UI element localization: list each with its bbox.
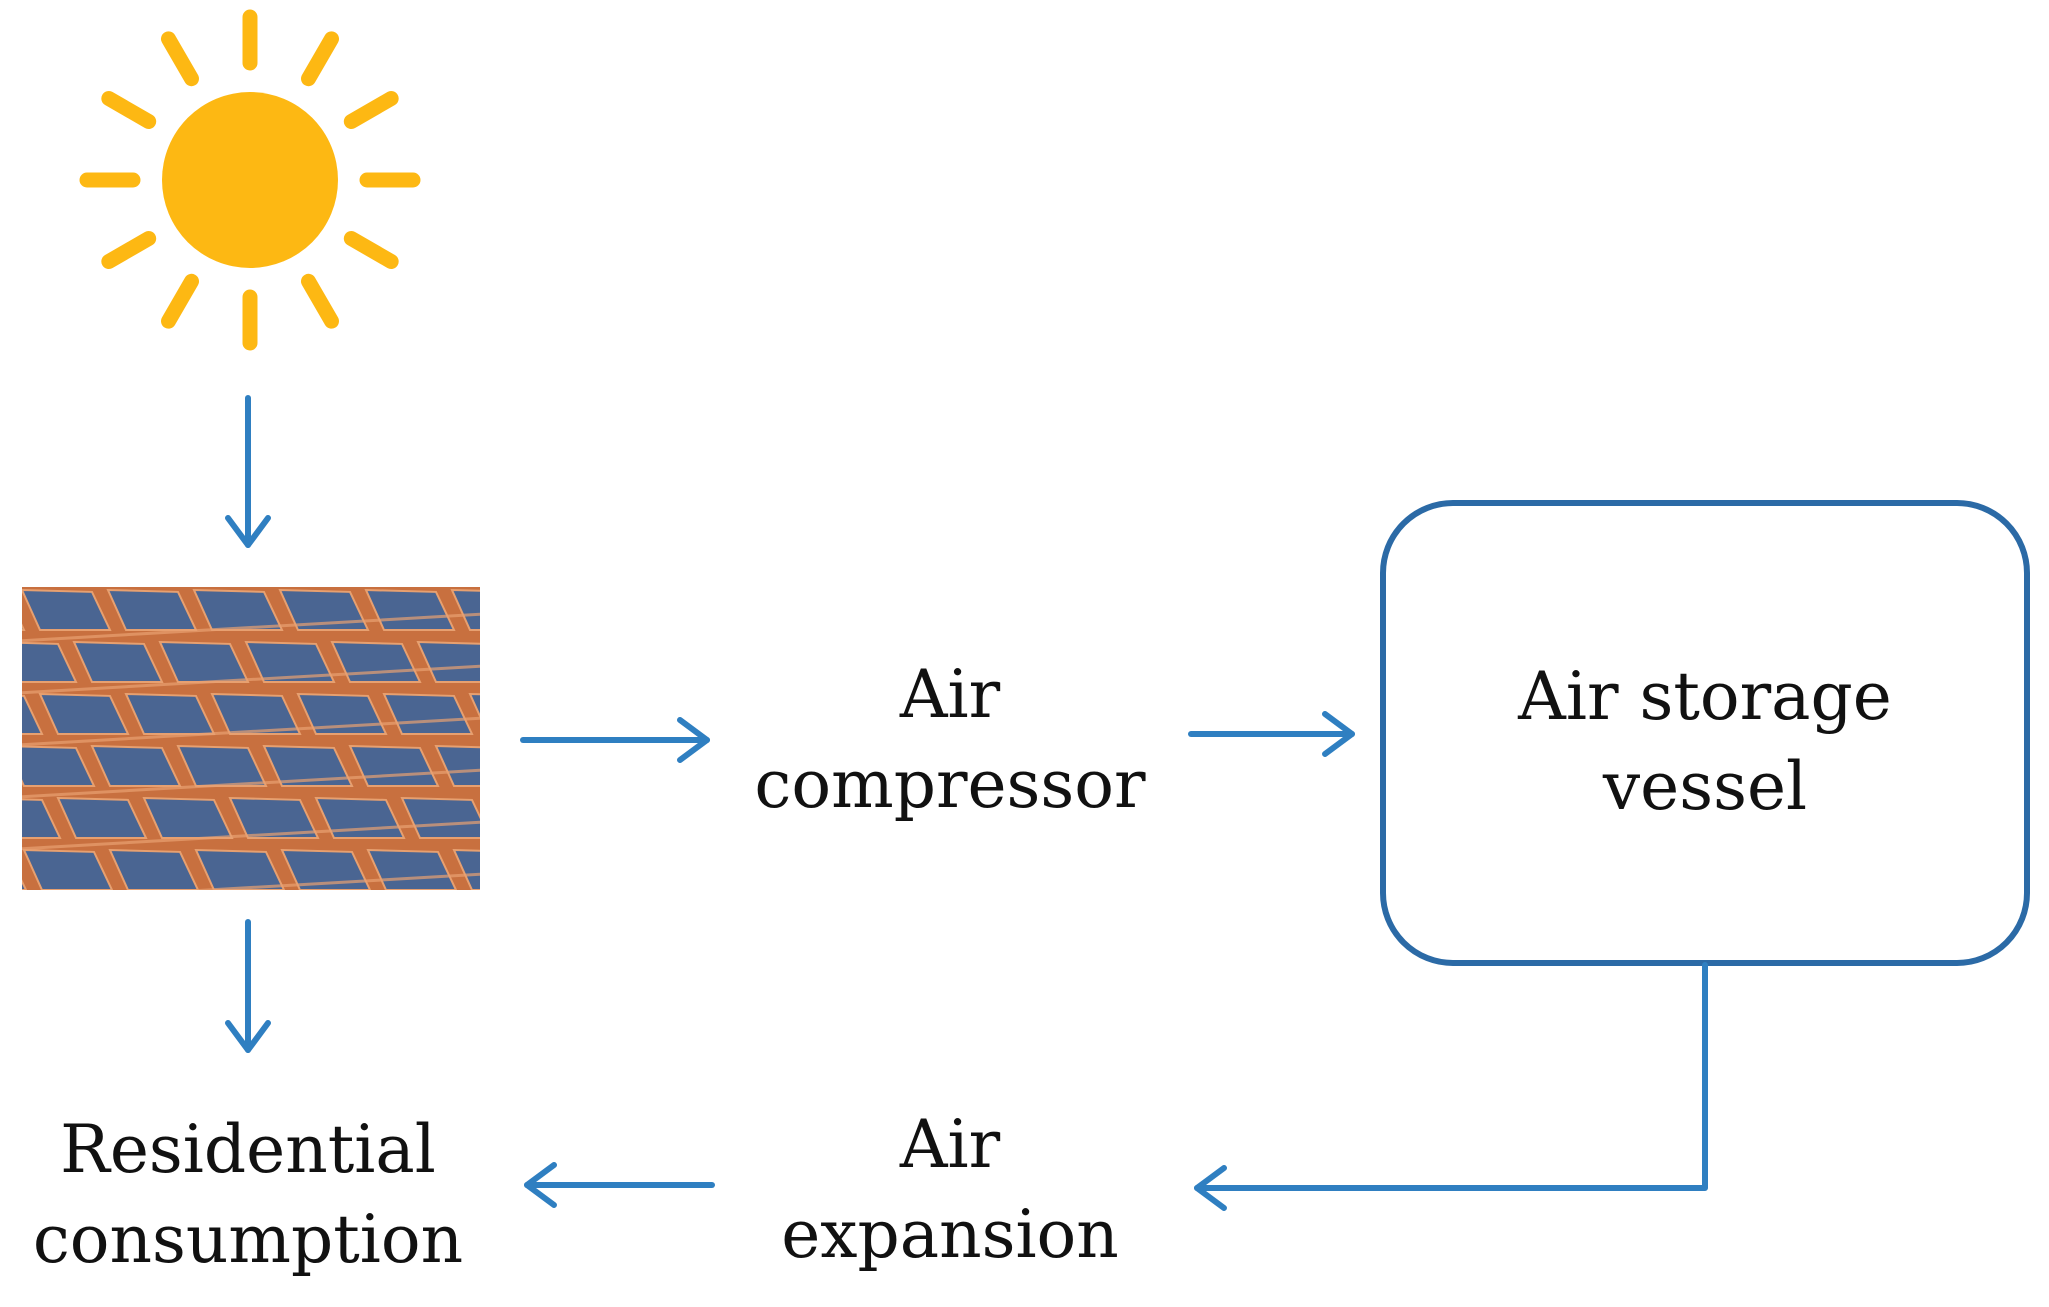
air-storage-vessel-line1: Air storage: [1518, 658, 1892, 735]
panel-cell: [590, 642, 678, 682]
panel-cell: [22, 848, 114, 890]
sun-ray: [301, 273, 339, 329]
air-compressor-line1: Air: [899, 656, 1001, 733]
panel-cell: [538, 590, 626, 630]
panel-cell: [314, 538, 402, 578]
residential-consumption-line2: consumption: [32, 1201, 464, 1278]
panel-frame-highlight: [22, 820, 480, 851]
panel-cell: [556, 694, 644, 734]
panel-frame-highlight: [22, 716, 480, 747]
panel-cell: [162, 902, 250, 942]
panel-cell: [72, 640, 164, 683]
panel-cell: [76, 902, 164, 942]
panel-cell: [334, 902, 422, 942]
panel-cell: [108, 848, 200, 890]
panel-cell: [22, 623, 26, 631]
arrow-panels-to-residential: [225, 919, 271, 1053]
panel-cell: [468, 692, 480, 719]
panel-cell: [22, 798, 62, 839]
panel-frame-highlight: [0, 924, 520, 954]
sun-icon: [79, 9, 421, 351]
panel-cell: [488, 798, 576, 838]
arrow-sun-to-panels: [225, 395, 271, 548]
panel-cell: [228, 538, 316, 578]
panel-cell: [262, 744, 354, 787]
panel-cell: [658, 538, 746, 578]
sun-disc: [162, 92, 338, 268]
arrow-vessel-to-expansion: [1194, 962, 1708, 1211]
panel-cell: [278, 588, 370, 631]
panel-cell: [158, 640, 250, 683]
panel-cell: [194, 848, 286, 890]
arrow-expansion-to-residential: [524, 1162, 715, 1208]
panel-cell: [0, 902, 78, 942]
panel-cell: [280, 848, 372, 890]
sun-ray: [343, 91, 399, 129]
air-expansion-line1: Air: [899, 1106, 1001, 1183]
panel-cell: [56, 796, 148, 839]
panel-cell: [486, 538, 574, 578]
panel-cell: [248, 902, 336, 942]
panel-cell: [228, 796, 320, 839]
sun-ray: [301, 31, 339, 87]
solar-panel-image: [0, 538, 746, 954]
air-expansion-line2: expansion: [781, 1196, 1119, 1273]
air-expansion-label: Air expansion: [700, 1100, 1200, 1280]
residential-consumption-line1: Residential: [60, 1111, 436, 1188]
air-compressor-line2: compressor: [754, 746, 1146, 823]
panel-cell: [420, 902, 508, 942]
panel-cell: [142, 538, 230, 578]
panel-cell: [56, 538, 144, 578]
panel-cell: [572, 538, 660, 578]
air-storage-vessel-label: Air storage vessel: [1405, 652, 2005, 832]
sun-ray: [343, 231, 399, 269]
panel-cell: [22, 879, 28, 890]
sun-ray: [101, 91, 157, 129]
sun-ray: [101, 231, 157, 269]
panel-frame-highlight: [22, 612, 480, 643]
panel-cell: [22, 588, 112, 631]
sun-ray: [161, 273, 199, 329]
panel-cell: [176, 744, 268, 787]
panel-frame-highlight: [22, 768, 480, 799]
panel-cell: [522, 746, 610, 786]
panel-cell: [38, 692, 130, 735]
arrow-compressor-to-vessel: [1188, 711, 1355, 757]
panel-frame-highlight: [22, 664, 480, 695]
air-storage-vessel-line2: vessel: [1602, 748, 1808, 825]
panel-cell: [22, 694, 44, 735]
panel-cell: [22, 641, 78, 683]
panel-cell: [0, 746, 8, 786]
panel-cell: [192, 588, 284, 631]
panel-cell: [210, 692, 302, 735]
panel-cell: [400, 538, 488, 578]
air-compressor-label: Air compressor: [700, 650, 1200, 830]
panel-cell: [504, 642, 592, 682]
panel-cell: [452, 848, 480, 890]
panel-cell: [0, 538, 58, 578]
residential-consumption-label: Residential consumption: [0, 1105, 496, 1285]
panel-cell: [90, 744, 182, 787]
panel-cell: [22, 745, 96, 787]
panel-cell: [244, 640, 336, 683]
panel-frame-highlight: [181, 872, 480, 890]
arrow-panels-to-compressor: [520, 717, 710, 763]
panel-cell: [624, 590, 712, 630]
sun-ray: [161, 31, 199, 87]
